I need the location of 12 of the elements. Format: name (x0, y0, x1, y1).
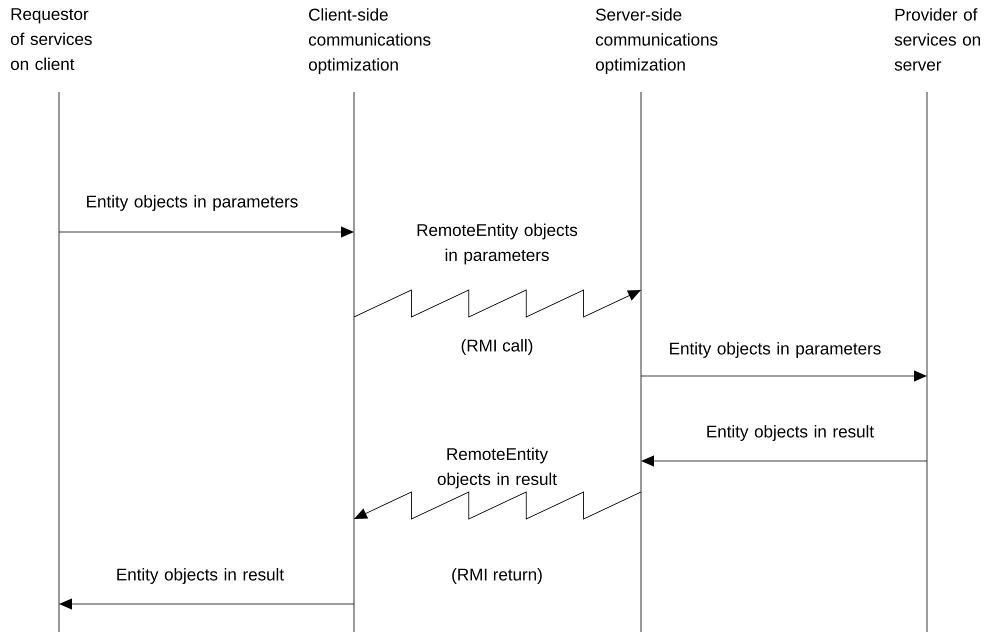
edge-label: Entity objects in result (117, 568, 284, 584)
edge-label: RemoteEntity objects in parameters (418, 224, 578, 264)
participant-label: Provider of services on server (894, 8, 980, 71)
edge-label: Entity objects in result (707, 425, 874, 441)
participant-label: Requestor of services on client (10, 8, 92, 70)
annotation-text: (RMI call) (462, 339, 532, 355)
edge-label: Entity objects in parameters (87, 195, 298, 211)
edge-label: Entity objects in parameters (670, 342, 881, 358)
edge-label: RemoteEntity objects in result (438, 448, 557, 488)
participant-label: Client-side communications optimization (308, 8, 430, 74)
annotation-text: (RMI return) (452, 568, 542, 584)
participant-label: Server-side communications optimization (596, 8, 718, 74)
